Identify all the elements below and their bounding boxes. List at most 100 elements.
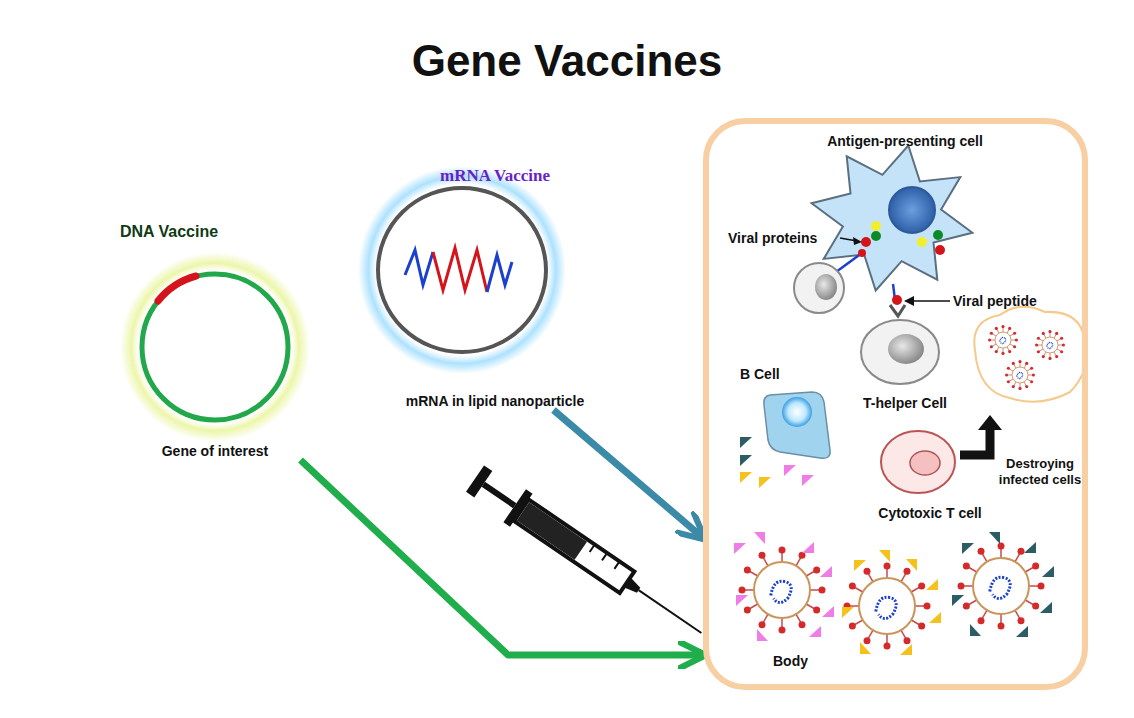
virus-genome: [771, 581, 791, 602]
body-panel: BodyAntigen-presenting cellB CellT-helpe…: [703, 118, 1088, 690]
spike-tip: [958, 583, 965, 590]
antibody: [784, 465, 796, 476]
mrna-vaccine: mRNA VaccinemRNA in lipid nanoparticle: [362, 166, 628, 410]
small-cell: [794, 249, 866, 313]
virus-genome: [990, 577, 1010, 598]
virus-envelope: [754, 562, 810, 618]
spike-tip: [1007, 380, 1010, 383]
spike-tip: [1030, 367, 1033, 370]
spike-tip: [1055, 332, 1058, 335]
virus-genome: [876, 597, 896, 618]
antigen-presenting-cell-shape: [871, 221, 881, 231]
antibody: [900, 644, 912, 655]
antibody: [1042, 566, 1054, 577]
infected-cell: [974, 307, 1086, 402]
spike-tip: [1008, 327, 1011, 330]
spike-tip: [998, 623, 1005, 630]
cell-label: B Cell: [740, 366, 780, 383]
spike-tip: [779, 627, 786, 634]
vaccine-heading: mRNA Vaccine: [440, 166, 550, 186]
virus-genome: [1000, 337, 1006, 343]
antibody: [759, 477, 771, 488]
spike-tip: [849, 623, 856, 630]
antibody: [802, 542, 814, 553]
small-cell: [815, 274, 837, 300]
infected-cell: [974, 307, 1086, 402]
antibody: [754, 532, 765, 544]
peptide-link: [890, 284, 950, 316]
spike-tip: [1001, 325, 1004, 328]
antibody: [842, 607, 854, 618]
virus-envelope: [1042, 337, 1058, 353]
antibody: [1024, 542, 1036, 553]
antigen-presenting-cell-shape: [917, 237, 927, 247]
spike-tip: [1025, 385, 1028, 388]
viruses: [734, 325, 1065, 655]
antigen-presenting-cell: Antigen-presenting cell: [805, 133, 1005, 298]
spike-tip: [978, 617, 985, 624]
title: Gene Vaccines: [0, 36, 1134, 86]
syringe: [464, 462, 713, 649]
spike-tip: [1038, 583, 1045, 590]
lipid-nanoparticle: [358, 166, 566, 374]
dna-plasmid: [142, 274, 288, 420]
antibody: [926, 579, 938, 590]
spike-tip: [1015, 338, 1018, 341]
spike-tip: [1005, 373, 1008, 376]
antibody: [740, 455, 752, 466]
virus-genome: [1047, 342, 1053, 348]
syringe: [590, 545, 620, 569]
cytotoxic-t-cell-shape: [881, 431, 955, 493]
peptide-link: [892, 295, 902, 305]
b-cell-shape: [764, 392, 830, 458]
spike-tip: [813, 607, 820, 614]
spike-tip: [904, 637, 911, 644]
spike-tip: [799, 621, 806, 628]
virus-genome: [1017, 372, 1023, 378]
antibodies: [740, 437, 814, 488]
spike-tip: [1030, 380, 1033, 383]
spike-tip: [1032, 373, 1035, 376]
flow-arrow: [554, 410, 704, 538]
pointer-arrow: [853, 237, 862, 245]
antibody: [860, 642, 871, 654]
antibody: [879, 550, 890, 562]
spike-tip: [904, 568, 911, 575]
peptide-link: [904, 296, 914, 306]
virus-envelope: [973, 558, 1029, 614]
spike-tip: [1042, 332, 1045, 335]
peptide-link: [912, 300, 950, 302]
callout-label: Viral proteins: [728, 230, 840, 247]
t-helper-cell-shape: [861, 320, 939, 384]
syringe: [514, 499, 634, 593]
spike-tip: [759, 621, 766, 628]
spike-tip: [1018, 387, 1021, 390]
spike-tip: [963, 603, 970, 610]
antigen-presenting-cell-shape: [933, 230, 943, 240]
spike-tip: [813, 567, 820, 574]
spike-tip: [739, 587, 746, 594]
spike-tip: [998, 543, 1005, 550]
antibody: [802, 475, 814, 486]
cytotoxic-t-cell-shape: [881, 431, 955, 493]
lipid-nanoparticle: [487, 255, 512, 292]
spike-tip: [1018, 548, 1025, 555]
t-helper-cell: T-helper Cell: [848, 316, 962, 412]
spike-tip: [1035, 343, 1038, 346]
callout-label: Viral peptide: [953, 293, 1063, 310]
syringe: [517, 502, 587, 560]
antibody: [740, 437, 752, 448]
destroy-arrow: [978, 415, 1002, 430]
spike-tip: [1042, 355, 1045, 358]
spike-tip: [963, 563, 970, 570]
b-cell: B Cell: [740, 366, 836, 466]
spike-tip: [1055, 355, 1058, 358]
t-helper-cell-shape: [861, 320, 939, 384]
antigen-presenting-cell-shape: [935, 245, 945, 255]
dna-vaccine: DNA VaccineGene of interest: [120, 222, 310, 460]
b-cell-shape: [764, 392, 830, 458]
spike-tip: [924, 603, 931, 610]
antigen-presenting-cell-shape: [871, 231, 881, 241]
spike-tip: [1037, 350, 1040, 353]
